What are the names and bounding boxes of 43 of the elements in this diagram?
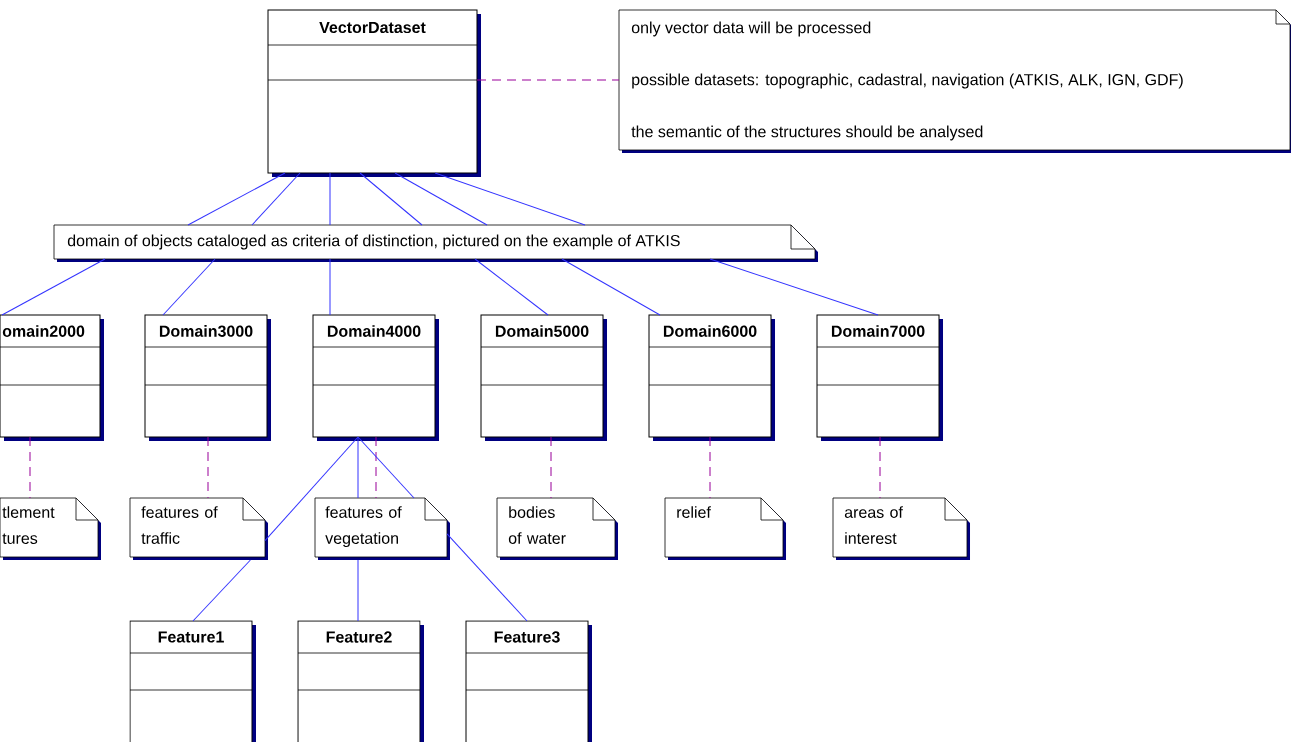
dashed-line xyxy=(29,436,31,499)
note: tlement tures xyxy=(0,497,101,560)
line xyxy=(561,258,661,316)
class-box: Feature2 xyxy=(297,620,424,742)
class-box: Feature3 xyxy=(465,620,592,742)
note: only vector data will be processed possible datasets: topographic, cadastral, navigation (ATKIS, ALK, IGN, GDF) the semantic of the structures should be analysed xyxy=(618,9,1291,153)
line xyxy=(187,172,286,226)
class-box: omain2000 xyxy=(0,314,104,441)
line xyxy=(1,258,106,316)
class-box: Domain3000 xyxy=(144,314,271,441)
line xyxy=(251,172,301,226)
note: features of vegetation xyxy=(314,497,450,560)
note: relief xyxy=(664,497,786,560)
line xyxy=(162,258,216,316)
class-box: Domain4000 xyxy=(312,314,439,441)
class-box: Domain5000 xyxy=(480,314,607,441)
dashed-line xyxy=(375,436,377,499)
dashed-line xyxy=(207,436,209,499)
class-box: Domain7000 xyxy=(816,314,943,441)
line xyxy=(434,172,586,226)
note: areas of interest xyxy=(832,497,970,560)
class-box: Domain6000 xyxy=(648,314,775,441)
note: bodies of water xyxy=(496,497,618,560)
line xyxy=(264,436,359,542)
line xyxy=(709,258,879,316)
line xyxy=(329,172,331,226)
line xyxy=(357,559,359,622)
class-box: VectorDataset xyxy=(267,9,481,177)
dashed-line xyxy=(476,79,620,81)
note: features of traffic xyxy=(129,497,268,560)
dashed-line xyxy=(879,436,881,499)
line xyxy=(359,172,423,226)
line xyxy=(192,559,251,622)
line xyxy=(329,258,331,316)
note: domain of objects cataloged as criteria of distinction, pictured on the example of ATKIS xyxy=(53,224,818,262)
line xyxy=(357,436,415,499)
class-box: Feature1 xyxy=(129,620,256,742)
line xyxy=(357,436,359,499)
line xyxy=(394,172,488,226)
dashed-line xyxy=(709,436,711,499)
dashed-line xyxy=(550,436,552,499)
line xyxy=(446,533,528,622)
line xyxy=(474,258,549,316)
